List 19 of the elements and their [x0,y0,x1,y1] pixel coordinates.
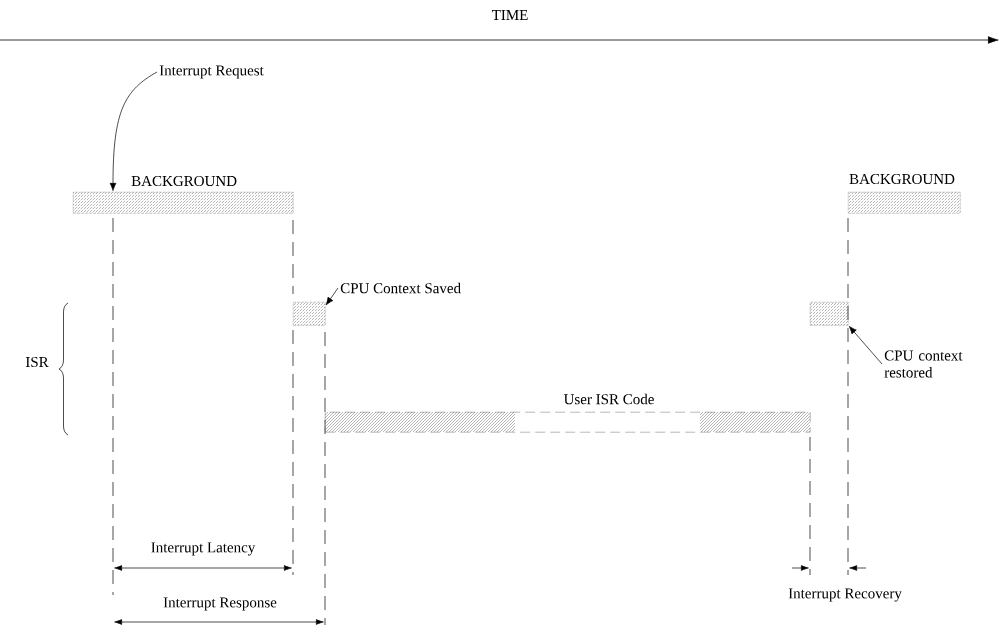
brace-label: ISR [25,356,49,368]
node-label: BACKGROUND [131,175,237,187]
hatched-bar [810,302,849,326]
dimension-label: Interrupt Response [163,597,277,611]
hatched-bar: User ISR Code [562,392,656,406]
hatched-bar [325,412,811,433]
arrow [109,71,158,191]
callout-text: CPU Context Saved [340,282,461,294]
callout-text: CPU context restored [884,350,963,378]
dimension-label: Interrupt Recovery [788,588,902,602]
node-label: BACKGROUND [849,173,955,185]
dimension-label: Interrupt Latency [151,542,256,556]
arrow [325,287,339,306]
axis-label: TIME [491,10,528,20]
hatched-bar: BACKGROUND [848,172,961,214]
callout-text: Interrupt Request [159,65,264,79]
hatched-bar [293,302,326,326]
hatched-bar: BACKGROUND [73,174,294,214]
arrow [849,326,883,365]
